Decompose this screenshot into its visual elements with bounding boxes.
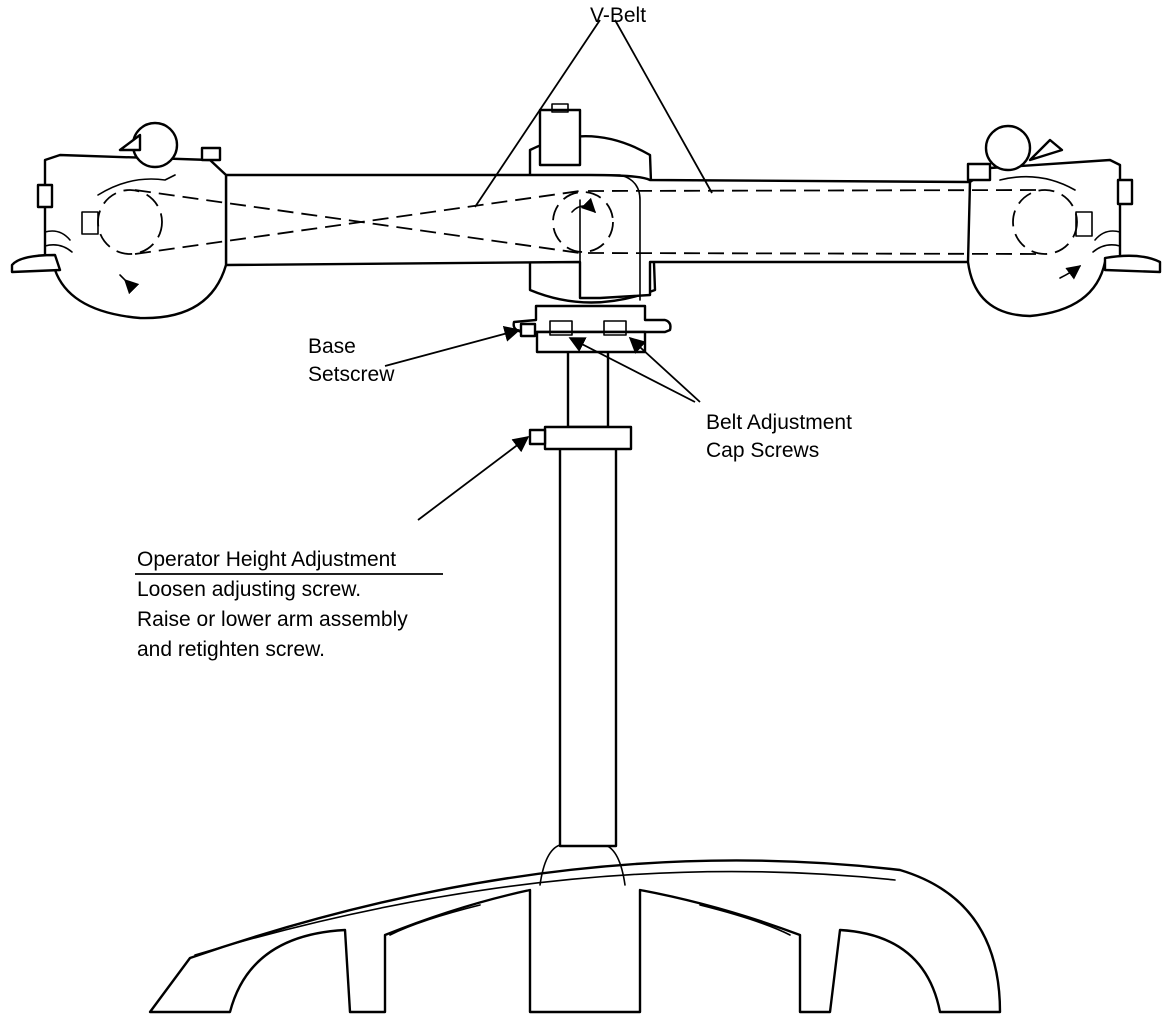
- left-head: [10, 121, 228, 320]
- pulleys: [97, 189, 1078, 255]
- v-belt-label: V-Belt: [590, 4, 646, 27]
- arm-assembly: [224, 173, 972, 301]
- v-belt-path: [134, 189, 1041, 255]
- cap-screw-leader-left: [568, 337, 696, 403]
- height-adjustment-line2: Raise or lower arm assembly: [137, 608, 408, 631]
- belt-adjustment-label-line2: Cap Screws: [706, 439, 819, 462]
- belt-adjustment-cap-screw: [549, 320, 573, 336]
- labels: V-Belt Base Setscrew Belt Adjustment Cap…: [137, 4, 852, 661]
- cap-screw-leader-right: [628, 336, 701, 403]
- base-feet: [148, 844, 1002, 1014]
- base-setscrew-leader: [384, 325, 521, 367]
- belt-adjustment-label-line1: Belt Adjustment: [706, 411, 852, 434]
- height-adjustment-line1: Loosen adjusting screw.: [137, 578, 361, 601]
- height-adjustment-title: Operator Height Adjustment: [137, 548, 396, 571]
- base-setscrew: [519, 322, 537, 338]
- right-head: [966, 124, 1162, 318]
- v-belt-leader-right: [614, 19, 713, 194]
- leader-lines: [135, 19, 713, 575]
- hub-bracket: [512, 304, 672, 354]
- base-setscrew-label-line1: Base: [308, 335, 356, 358]
- height-adjustment-leader: [417, 436, 530, 521]
- height-adjusting-screw: [528, 428, 547, 446]
- height-adjustment-line3: and retighten screw.: [137, 638, 325, 661]
- v-belt-leader-left: [474, 19, 601, 208]
- belt-adjustment-cap-screw: [603, 320, 627, 336]
- support-column: [528, 343, 633, 848]
- base-setscrew-label-line2: Setscrew: [308, 363, 395, 386]
